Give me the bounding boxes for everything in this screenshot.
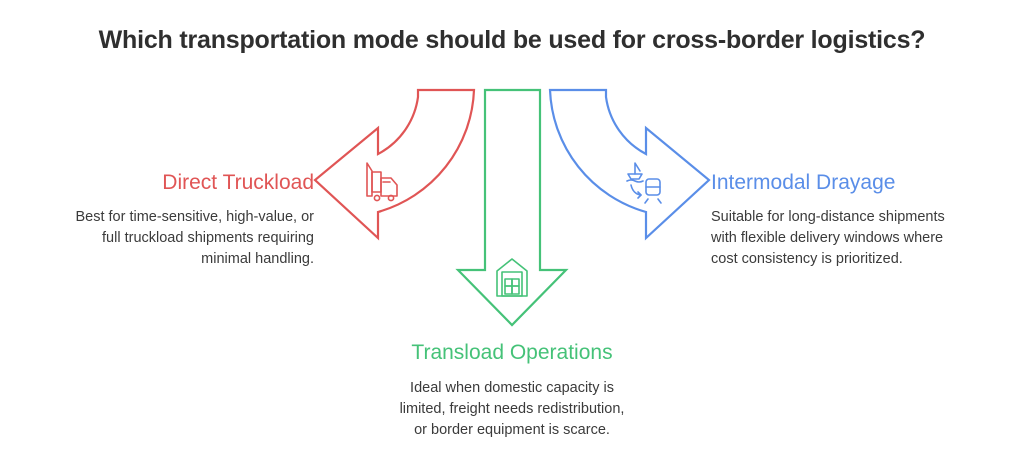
description-line: or border equipment is scarce.: [414, 422, 610, 438]
description-line: Ideal when domestic capacity is: [410, 380, 614, 396]
description-line: cost consistency is prioritized.: [711, 251, 903, 267]
right-arrow: [548, 88, 711, 241]
intermodal-drayage-description: Suitable for long-distance shipments wit…: [711, 207, 945, 270]
transload-operations-title: Transload Operations: [411, 341, 613, 364]
direct-truckload-description: Best for time-sensitive, high-value, or …: [75, 207, 314, 270]
intermodal-drayage-title: Intermodal Drayage: [711, 171, 896, 194]
warehouse-icon: [496, 258, 528, 297]
ship-train-icon: [626, 162, 662, 204]
description-line: full truckload shipments requiring: [102, 230, 314, 246]
transload-operations-description: Ideal when domestic capacity is limited,…: [0, 378, 1024, 441]
description-line: with flexible delivery windows where: [711, 230, 944, 246]
truck-icon: [366, 162, 398, 202]
left-arrow: [313, 88, 476, 241]
description-line: minimal handling.: [201, 251, 314, 267]
direct-truckload-title: Direct Truckload: [162, 171, 314, 194]
description-line: limited, freight needs redistribution,: [399, 401, 625, 417]
center-arrow: [455, 88, 569, 327]
description-line: Suitable for long-distance shipments: [711, 209, 945, 225]
diagram-title: Which transportation mode should be used…: [98, 26, 926, 54]
description-line: Best for time-sensitive, high-value, or: [75, 209, 314, 225]
